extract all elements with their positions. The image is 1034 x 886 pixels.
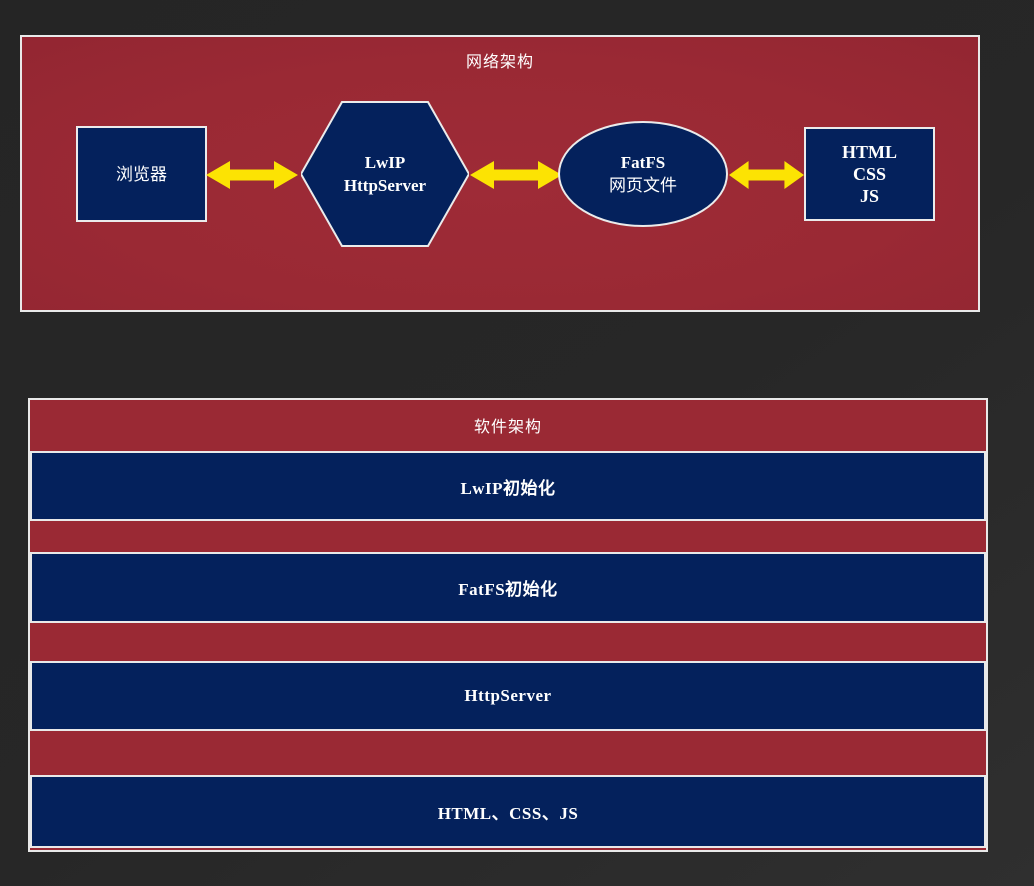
browser-node-label: 浏览器 — [116, 164, 167, 184]
software-architecture-panel: 软件架构 LwIP初始化 FatFS初始化 HttpServer HTML、CS… — [28, 398, 988, 852]
html-css-js-node: HTML CSS JS — [804, 127, 935, 221]
fatfs-webfiles-node: FatFS 网页文件 — [558, 121, 728, 227]
fatfs-label-line1: FatFS — [620, 153, 666, 172]
network-architecture-panel: 网络架构 浏览器 LwIP HttpServer FatFS 网页文件 HTML… — [20, 35, 980, 312]
layer-lwip-init: LwIP初始化 — [30, 451, 986, 521]
double-arrow-shape — [729, 161, 804, 189]
layer-httpserver: HttpServer — [30, 661, 986, 731]
lwip-label-line2: HttpServer — [343, 176, 427, 195]
lwip-httpserver-node: LwIP HttpServer — [301, 101, 469, 247]
lwip-httpserver-label: LwIP HttpServer — [301, 101, 469, 247]
webfiles-label-line3: JS — [859, 186, 879, 206]
layer-lwip-init-label: LwIP初始化 — [460, 478, 556, 498]
double-arrow-fatfs-webfiles-icon — [729, 161, 804, 189]
layer-fatfs-init-label: FatFS初始化 — [458, 580, 558, 599]
lwip-label-line1: LwIP — [364, 153, 406, 172]
webfiles-label-line1: HTML — [841, 142, 897, 162]
layer-httpserver-label: HttpServer — [464, 686, 552, 705]
layer-html-css-js: HTML、CSS、JS — [30, 775, 986, 848]
layer-fatfs-init: FatFS初始化 — [30, 552, 986, 623]
double-arrow-shape — [470, 161, 562, 189]
network-panel-title: 网络架构 — [465, 54, 534, 71]
software-panel-title: 软件架构 — [473, 419, 542, 436]
layer-html-css-js-label: HTML、CSS、JS — [437, 804, 579, 823]
fatfs-label-line2: 网页文件 — [609, 176, 677, 195]
double-arrow-browser-lwip-icon — [206, 161, 298, 189]
double-arrow-shape — [206, 161, 298, 189]
webfiles-label-line2: CSS — [852, 164, 887, 184]
double-arrow-lwip-fatfs-icon — [470, 161, 562, 189]
hexagon-shape — [301, 101, 469, 247]
hexagon-icon — [301, 101, 469, 247]
browser-node: 浏览器 — [76, 126, 207, 222]
